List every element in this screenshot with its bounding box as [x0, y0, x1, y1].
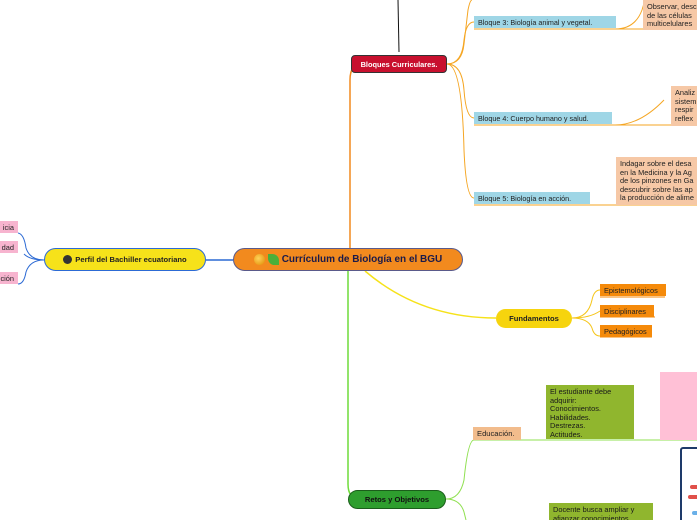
bloque-3-note[interactable]: Observar, desc de las células multicelul… [643, 0, 697, 30]
perfil-bachiller-node[interactable]: Perfil del Bachiller ecuatoriano [44, 248, 206, 271]
link-bloque4 [446, 63, 475, 119]
link-bloques-top [446, 0, 473, 65]
educacion-node[interactable]: Educación. [473, 427, 521, 440]
fundamento-epistemologicos[interactable]: Epistemológicos [600, 284, 666, 296]
link-central-bloques [349, 63, 363, 250]
perfil-bachiller-label: Perfil del Bachiller ecuatoriano [75, 255, 187, 264]
link-bloque3 [446, 21, 475, 65]
retos-objetivos-node[interactable]: Retos y Objetivos [348, 490, 446, 509]
bloque-5-note[interactable]: Indagar sobre el desa en la Medicina y l… [616, 157, 697, 205]
bloque-4-note[interactable]: Analiz sistem respir reflex [671, 86, 697, 126]
leaf-icon [267, 254, 279, 265]
central-topic-node[interactable]: Currículum de Biología en el BGU [233, 248, 463, 271]
fundamento-disciplinares[interactable]: Disciplinares [600, 305, 654, 317]
perfil-child-3[interactable]: ción [0, 272, 18, 284]
bloque-5-node[interactable]: Bloque 5: Biología en acción. [474, 192, 590, 204]
top-connector [397, 0, 400, 53]
educacion-note[interactable]: El estudiante debe adquirir: Conocimient… [546, 385, 634, 439]
bloque-3-node[interactable]: Bloque 3: Biología animal y vegetal. [474, 16, 616, 28]
central-topic-label: Currículum de Biología en el BGU [281, 254, 443, 265]
perfil-child-2[interactable]: dad [0, 241, 18, 253]
link-bloque5 [446, 63, 475, 199]
perfil-child-1[interactable]: icia [0, 221, 18, 233]
pink-note-block [660, 372, 697, 440]
bloque-4-node[interactable]: Bloque 4: Cuerpo humano y salud. [474, 112, 612, 124]
docente-note[interactable]: Docente busca ampliar y afianzar conocim… [549, 503, 653, 520]
embedded-image-panel [680, 447, 697, 520]
graduation-cap-icon [253, 254, 265, 265]
fundamentos-node[interactable]: Fundamentos [496, 309, 572, 328]
headphones-icon [63, 255, 73, 264]
bloques-curriculares-node[interactable]: Bloques Curriculares. [351, 55, 447, 73]
fundamento-pedagogicos[interactable]: Pedagógicos [600, 325, 652, 337]
